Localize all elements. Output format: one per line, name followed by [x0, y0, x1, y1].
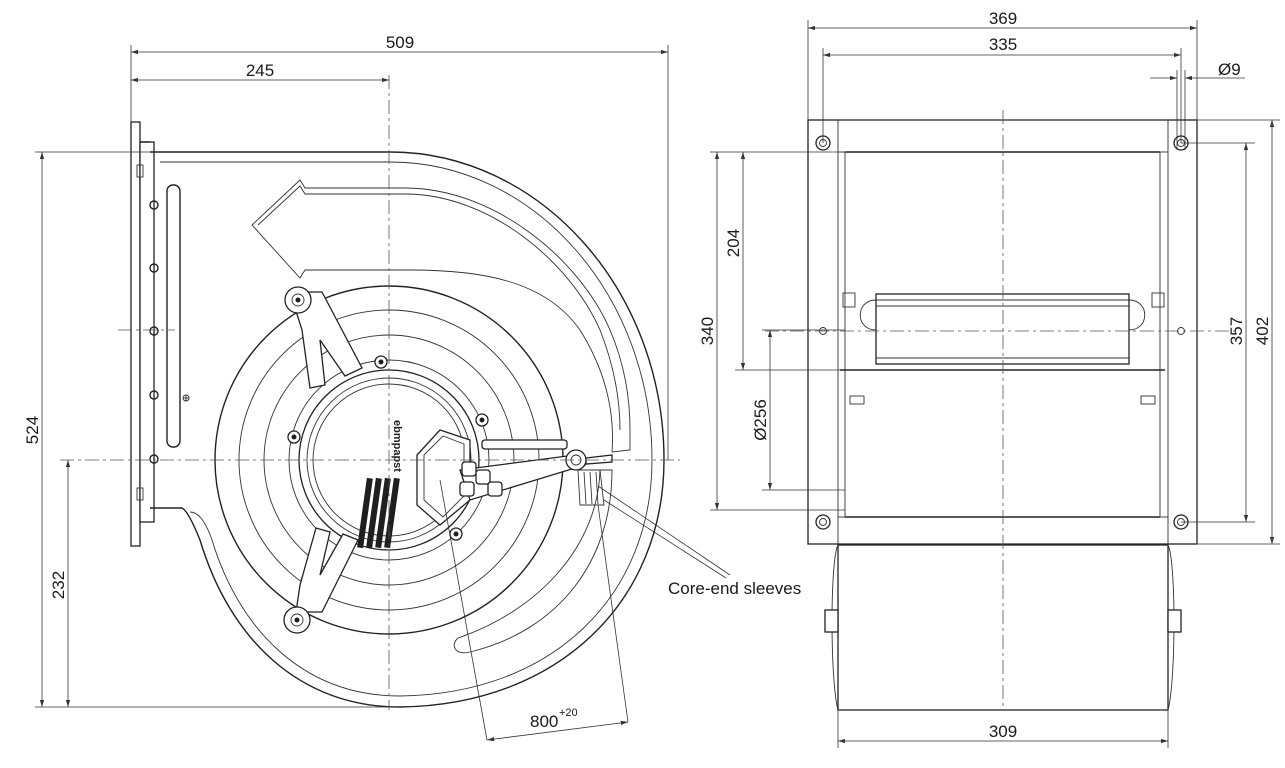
dim-402: 402	[1197, 119, 1280, 545]
cable-bundle	[357, 477, 400, 549]
dim-524: 524	[23, 151, 400, 708]
dim-309: 309	[837, 710, 1169, 748]
dim-357-label: 357	[1227, 317, 1246, 345]
side-view: 369 335 Ø9 204 340	[698, 9, 1280, 748]
dim-340-label: 340	[698, 317, 717, 345]
dim-402-label: 402	[1253, 317, 1272, 345]
dim-232: 232	[49, 460, 71, 707]
dim-335-label: 335	[989, 35, 1017, 54]
dim-245-label: 245	[246, 61, 274, 80]
support-arm-bottom	[283, 527, 359, 634]
support-arm-top	[284, 286, 363, 389]
dim-524-label: 524	[23, 416, 42, 444]
dim-369-label: 369	[989, 9, 1017, 28]
dim-hole-diameter-label: Ø9	[1218, 60, 1241, 79]
dim-340: 340	[698, 151, 845, 511]
dim-245: 245	[131, 61, 389, 83]
dim-309-label: 309	[989, 722, 1017, 741]
front-view: ebmpapst	[23, 33, 801, 742]
core-end-sleeves-callout: Core-end sleeves	[597, 485, 801, 598]
dim-232-label: 232	[49, 571, 68, 599]
dim-800-label: 800	[530, 712, 558, 731]
dim-509: 509	[130, 33, 669, 460]
scroll-housing	[150, 151, 665, 708]
side-motor	[840, 292, 1165, 405]
dim-256: Ø256	[751, 329, 845, 491]
dim-335: 335	[822, 35, 1182, 143]
core-end-sleeves-label: Core-end sleeves	[668, 579, 801, 598]
dim-256-label: Ø256	[751, 399, 770, 441]
flange-hole-column	[149, 200, 159, 464]
dim-204: 204	[724, 151, 845, 371]
cable-gland-assembly	[459, 439, 613, 506]
dim-204-label: 204	[724, 229, 743, 257]
dim-369: 369	[807, 9, 1198, 120]
brand-logo: ebmpapst	[391, 420, 403, 472]
mounting-flange	[130, 121, 190, 547]
dim-509-label: 509	[386, 33, 414, 52]
dim-800: 800 +20	[439, 479, 629, 742]
dim-800-tolerance: +20	[559, 707, 578, 719]
dim-hole-diameter: Ø9	[1150, 60, 1245, 150]
dim-357: 357	[1181, 142, 1255, 523]
